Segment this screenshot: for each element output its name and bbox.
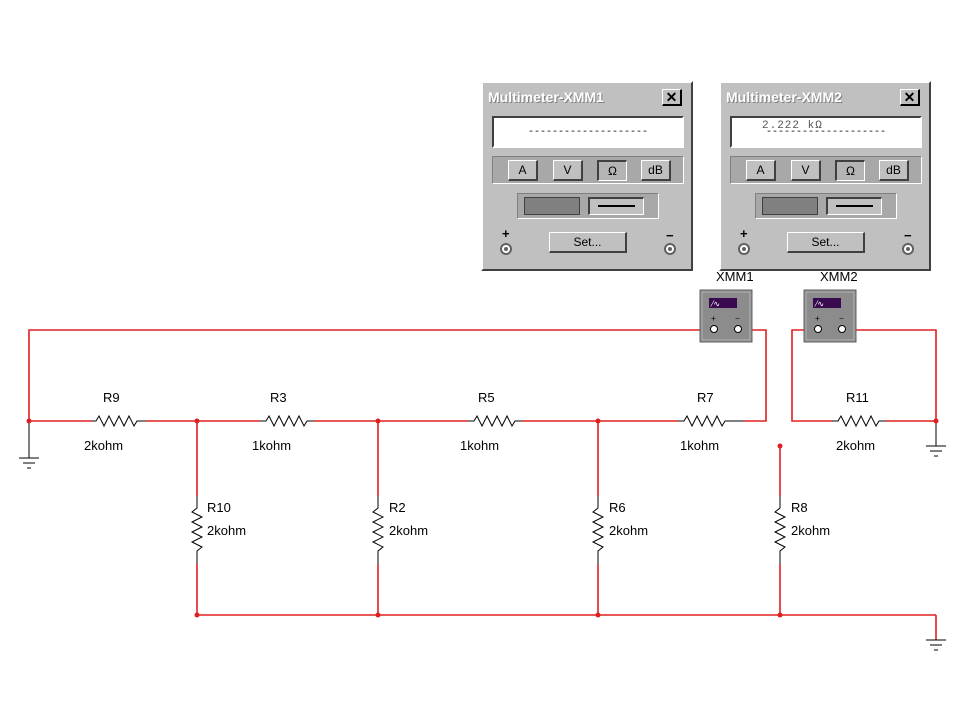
- ground-left-icon: [19, 421, 39, 469]
- ground-right-icon: [926, 421, 946, 457]
- resistor-name: R9: [103, 390, 120, 405]
- resistor-r11-symbol: [832, 414, 886, 428]
- meter-icon: ⁄∿: [814, 300, 824, 309]
- resistor-name: R7: [697, 390, 714, 405]
- resistor-name: R6: [609, 500, 626, 515]
- resistor-value: 2kohm: [389, 523, 428, 538]
- close-button[interactable]: ✕: [900, 89, 920, 106]
- meter-reading: 2.222 kΩ: [762, 120, 823, 132]
- minus-sign: −: [666, 228, 674, 243]
- terminal-positive-icon: [814, 325, 822, 333]
- signal-mode-group: [517, 193, 659, 219]
- signal-mode-group: [755, 193, 897, 219]
- ammeter-mode-button[interactable]: A: [746, 160, 776, 181]
- resistor-name: R3: [270, 390, 287, 405]
- instrument-screen: [709, 298, 737, 308]
- junction-dots: [26, 418, 939, 618]
- resistor-r2-symbol: [371, 496, 385, 564]
- meter-icon: ⁄∿: [710, 300, 720, 309]
- voltmeter-mode-button[interactable]: V: [791, 160, 821, 181]
- wire-xmm1-negative: [738, 329, 767, 422]
- wire-xmm2-positive: [791, 329, 832, 422]
- set-button[interactable]: Set...: [549, 232, 627, 253]
- meter-display: --------------------: [492, 116, 684, 148]
- resistor-value: 1kohm: [252, 438, 291, 453]
- svg-text:+: +: [711, 314, 716, 323]
- resistor-name: R5: [478, 390, 495, 405]
- ac-mode-button[interactable]: [524, 197, 580, 215]
- wires: [28, 329, 937, 640]
- instrument-label: XMM1: [716, 269, 754, 284]
- meter-display: 2.222 kΩ --------------------: [730, 116, 922, 148]
- dc-mode-button[interactable]: [826, 197, 882, 215]
- dc-mode-button[interactable]: [588, 197, 644, 215]
- resistor-r5-symbol: [468, 414, 522, 428]
- ground-bottom-icon: [926, 639, 946, 651]
- resistor-r7-symbol: [678, 414, 744, 428]
- meter-placeholder: --------------------: [528, 127, 649, 138]
- multimeter-window-xmm2[interactable]: Multimeter-XMM2 ✕ 2.222 kΩ -------------…: [719, 81, 931, 271]
- resistor-value: 2kohm: [207, 523, 246, 538]
- resistor-value: 2kohm: [84, 438, 123, 453]
- resistor-value: 1kohm: [460, 438, 499, 453]
- dc-icon: [598, 205, 635, 207]
- resistor-name: R8: [791, 500, 808, 515]
- voltmeter-mode-button[interactable]: V: [553, 160, 583, 181]
- set-button[interactable]: Set...: [787, 232, 865, 253]
- window-titlebar[interactable]: Multimeter-XMM1 ✕: [486, 86, 688, 108]
- ac-mode-button[interactable]: [762, 197, 818, 215]
- ohmmeter-mode-button[interactable]: Ω: [835, 160, 865, 181]
- resistor-value: 2kohm: [836, 438, 875, 453]
- resistor-value: 2kohm: [791, 523, 830, 538]
- close-button[interactable]: ✕: [662, 89, 682, 106]
- window-title: Multimeter-XMM2: [726, 89, 842, 105]
- resistor-r3-symbol: [260, 414, 314, 428]
- terminal-negative-icon: [734, 325, 742, 333]
- resistor-r8-symbol: [773, 496, 787, 564]
- decibel-mode-button[interactable]: dB: [641, 160, 671, 181]
- meter-placeholder: --------------------: [766, 127, 887, 138]
- svg-text:−: −: [735, 314, 740, 323]
- window-titlebar[interactable]: Multimeter-XMM2 ✕: [724, 86, 926, 108]
- ohmmeter-mode-button[interactable]: Ω: [597, 160, 627, 181]
- ammeter-mode-button[interactable]: A: [508, 160, 538, 181]
- mode-button-group: A V Ω dB: [730, 156, 922, 184]
- resistor-value: 2kohm: [609, 523, 648, 538]
- negative-terminal-icon[interactable]: [664, 243, 676, 255]
- instrument-screen: [813, 298, 841, 308]
- negative-terminal-icon[interactable]: [902, 243, 914, 255]
- resistor-name: R11: [846, 390, 869, 405]
- svg-text:+: +: [815, 314, 820, 323]
- wire-xmm2-negative: [842, 329, 937, 422]
- decibel-mode-button[interactable]: dB: [879, 160, 909, 181]
- multimeter-window-xmm1[interactable]: Multimeter-XMM1 ✕ -------------------- A…: [481, 81, 693, 271]
- dc-icon: [836, 205, 873, 207]
- terminal-negative-icon: [838, 325, 846, 333]
- minus-sign: −: [904, 228, 912, 243]
- resistor-r10-symbol: [190, 496, 204, 564]
- resistor-r6-symbol: [591, 496, 605, 564]
- plus-sign: +: [740, 226, 748, 241]
- resistor-value: 1kohm: [680, 438, 719, 453]
- positive-terminal-icon[interactable]: [500, 243, 512, 255]
- instrument-label: XMM2: [820, 269, 858, 284]
- instrument-xmm2[interactable]: ⁄∿ + −: [803, 289, 857, 343]
- terminal-positive-icon: [710, 325, 718, 333]
- resistor-r9-symbol: [92, 414, 146, 428]
- positive-terminal-icon[interactable]: [738, 243, 750, 255]
- window-title: Multimeter-XMM1: [488, 89, 604, 105]
- svg-text:−: −: [839, 314, 844, 323]
- instrument-xmm1[interactable]: ⁄∿ + −: [699, 289, 753, 343]
- mode-button-group: A V Ω dB: [492, 156, 684, 184]
- wire-xmm1-positive: [28, 329, 704, 421]
- resistor-name: R2: [389, 500, 406, 515]
- resistor-name: R10: [207, 500, 231, 515]
- plus-sign: +: [502, 226, 510, 241]
